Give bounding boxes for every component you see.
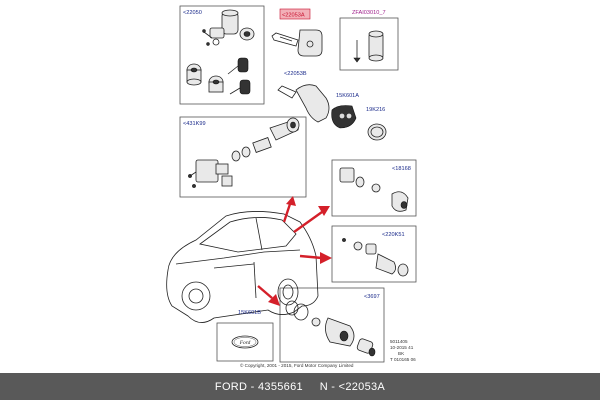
footer-bar: FORD - 4355661 N - <22053A [0, 373, 600, 400]
arrow-to-18168 [293, 206, 330, 233]
red-arrows [257, 196, 332, 306]
key-icon-small [227, 57, 251, 95]
car-illustration [166, 211, 319, 323]
box-22050: <22050 [179, 5, 265, 105]
label-15k601a: 15K601A [336, 93, 359, 99]
footer-code: N - <22053A [319, 380, 386, 393]
footer-gap [303, 381, 320, 393]
footer-brand: FORD [214, 380, 248, 393]
revision-line-4: T 010165 06 [390, 357, 416, 362]
door-lock-barrel-icon [339, 167, 409, 212]
battery-19k216: 19K216 [366, 107, 387, 141]
tool-zfai03010: ZFAI03010_7 [339, 10, 399, 71]
footer-sep: - [247, 380, 258, 393]
arrow-to-220k51 [299, 252, 332, 264]
label-19k216: 19K216 [366, 107, 385, 113]
remote-15k601a: 15K601A [331, 93, 359, 129]
label-22053a: <22053A [282, 13, 305, 19]
key-icon [271, 29, 323, 57]
revision-line-1: 5011405 [390, 339, 408, 344]
box-18168: <18168 [331, 159, 417, 217]
key-22053a[interactable]: <22053A [271, 8, 323, 57]
revision-line-3: BK [398, 351, 405, 356]
revision-note: 5011405 10-2015 41 BK T 010165 06 [390, 339, 416, 362]
label-220k51: <220K51 [382, 232, 405, 238]
label-22050: <22050 [183, 10, 202, 16]
label-22053b: <22053B [284, 71, 307, 77]
lock-housing-icon [188, 159, 233, 188]
lock-barrel-assembly-icon [231, 117, 300, 162]
label-15k601b: 15K601B [238, 310, 261, 316]
remote-transmitter-icon [331, 105, 357, 129]
box-431k99: <431K99 [179, 116, 307, 198]
ignition-lock-icon [202, 9, 239, 46]
label-18168: <18168 [392, 166, 411, 172]
box-3697: <3697 [279, 287, 385, 363]
tool-pin-icon [353, 40, 361, 63]
box-220k51: <220K51 [331, 225, 417, 283]
highlight-box [279, 8, 311, 20]
tool-sleeve-icon [368, 30, 384, 62]
label-zfai03010: ZFAI03010_7 [352, 10, 386, 16]
arrow-to-3697 [257, 285, 280, 306]
ford-logo-text: Ford [239, 340, 251, 346]
footer-part-number: 4355661 [257, 380, 303, 393]
trunk-lock-icon [342, 238, 409, 277]
label-431k99: <431K99 [183, 121, 206, 127]
flip-key-icon [277, 84, 330, 123]
ford-logo-icon: Ford [231, 335, 259, 349]
lock-cylinder-icon [239, 27, 255, 41]
steering-lock-icon [285, 300, 376, 357]
door-lock-cylinder-icon [186, 63, 224, 93]
copyright-text: © Copyright, 2001 - 2015, Ford Motor Com… [240, 362, 354, 368]
revision-line-2: 10-2015 41 [390, 345, 414, 350]
label-3697: <3697 [364, 294, 380, 300]
arrow-to-431k99 [282, 196, 296, 223]
box-15k601b: 15K601B Ford [216, 310, 274, 362]
coin-battery-icon [367, 123, 387, 141]
key-22053b: <22053B [277, 71, 330, 123]
